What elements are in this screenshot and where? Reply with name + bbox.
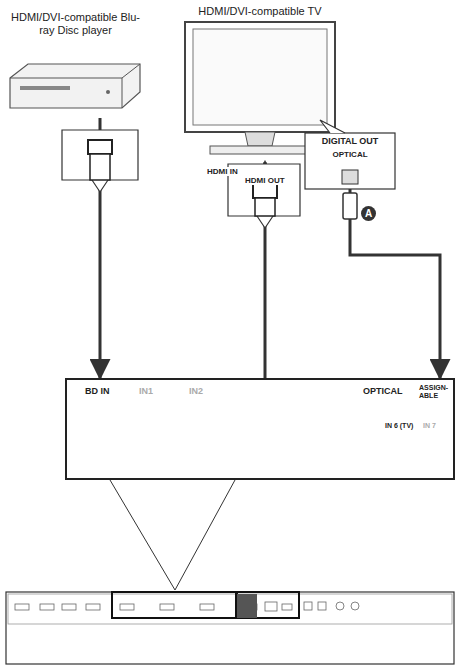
port-label: HDMI OUT — [244, 176, 286, 185]
port-label: HDMI IN — [206, 167, 239, 176]
device-label: IN 6 (TV) — [385, 422, 419, 430]
device-label: HDMI/DVI-compatible TV — [170, 2, 350, 18]
callout-box — [305, 133, 395, 189]
device-label: DIGITAL OUT — [305, 133, 395, 146]
device-node: DIGITAL OUTOPTICAL — [305, 133, 395, 189]
bluray-player — [10, 64, 140, 108]
device-label: IN2 — [189, 386, 203, 396]
callout-letter: A — [361, 206, 376, 221]
device-node: HDMI/DVI-compatible Blu-ray Disc player — [8, 8, 143, 118]
device-label: ASSIGN-ABLE — [419, 384, 453, 400]
device-label: IN 7 — [423, 422, 436, 430]
device-label: IN1 — [139, 386, 153, 396]
receiver-rear-panel — [6, 592, 454, 664]
device-label: OPTICAL — [305, 146, 395, 159]
device-label: OPTICAL — [363, 386, 403, 396]
device-label: BD IN — [85, 386, 110, 396]
device-label: HDMI/DVI-compatible Blu-ray Disc player — [8, 8, 143, 36]
cable — [350, 189, 440, 378]
device-node: BD IN IN1 IN2 OPTICAL ASSIGN-ABLE IN 6 (TV) IN… — [65, 378, 455, 480]
